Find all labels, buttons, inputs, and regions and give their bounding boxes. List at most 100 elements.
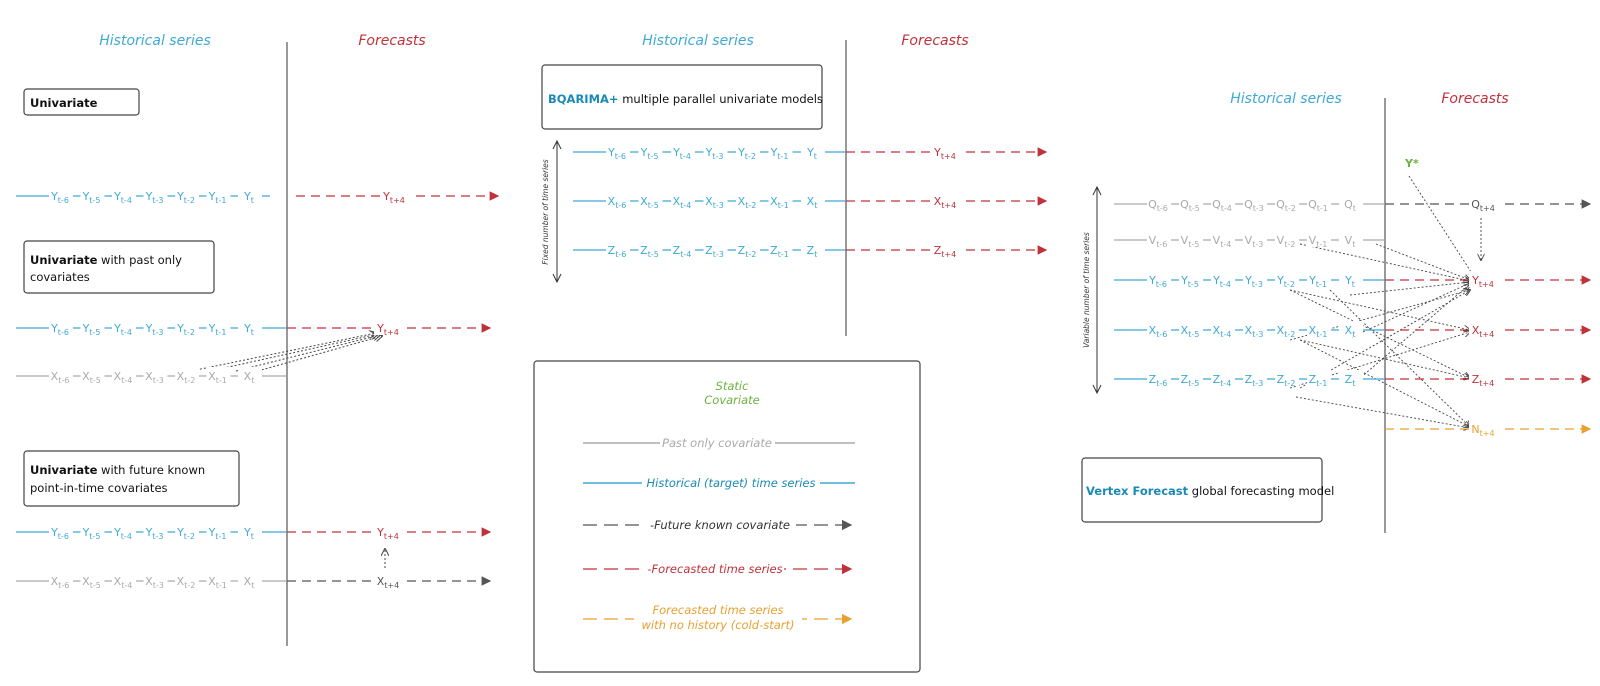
history-point-q: Qt-4 <box>1212 198 1232 213</box>
history-point-x: Xt-2 <box>177 575 196 590</box>
history-point-q: Qt <box>1344 198 1356 213</box>
forecast-point-y: Yt+4 <box>1471 274 1494 289</box>
history-point-x: Xt-2 <box>177 370 196 385</box>
history-point-x: Xt-3 <box>705 195 724 210</box>
panel-bqarima: Historical series Forecasts BQARIMA+ mul… <box>533 33 969 673</box>
history-point-x: Xt-6 <box>51 370 70 385</box>
legend-historical: Historical (target) time series <box>646 476 815 490</box>
history-point-y: Yt-5 <box>82 526 101 541</box>
static-covariate-label: Y* <box>1404 157 1419 170</box>
history-point-v: Vt-6 <box>1149 234 1168 249</box>
history-point-x: Xt-5 <box>1181 324 1200 339</box>
history-point-x: Xt <box>244 370 255 385</box>
history-point-z: Zt-5 <box>640 244 659 259</box>
history-point-y: Yt-3 <box>1244 274 1263 289</box>
history-point-x: Xt <box>244 575 255 590</box>
forecast-point-x: Xt+4 <box>1472 324 1494 339</box>
forecast-point-z: Zt+4 <box>1472 373 1494 388</box>
history-point-v: Vt-4 <box>1213 234 1232 249</box>
history-point-z: Zt <box>1345 373 1356 388</box>
svg-text:Vertex Forecast global forecas: Vertex Forecast global forecasting model <box>1086 484 1334 498</box>
history-point-z: Zt-6 <box>608 244 627 259</box>
history-point-z: Zt-5 <box>1181 373 1200 388</box>
panel-univariate: Historical series Forecasts Univariate U… <box>23 33 426 646</box>
history-point-y: Yt-2 <box>737 146 756 161</box>
history-point-y: Yt-1 <box>1308 274 1327 289</box>
panel-vertex: Historical series Forecasts Vertex Forec… <box>1081 91 1509 533</box>
history-point-y: Yt-4 <box>113 526 132 541</box>
history-point-x: Xt-3 <box>145 575 164 590</box>
history-point-y: Yt-5 <box>640 146 659 161</box>
forecast-point-y: Yt+4 <box>376 526 399 541</box>
forecast-point-n: Nt+4 <box>1471 423 1494 438</box>
history-point-y: Yt-6 <box>1148 274 1167 289</box>
forecast-point-y: Yt+4 <box>933 146 956 161</box>
header-forecasts-3: Forecasts <box>1441 91 1508 107</box>
history-point-y: Yt <box>806 146 817 161</box>
history-point-x: Xt-4 <box>1213 324 1232 339</box>
box-univariate: Univariate <box>23 88 140 116</box>
history-point-y: Yt-3 <box>145 190 164 205</box>
history-point-x: Xt-6 <box>608 195 627 210</box>
history-point-y: Yt-1 <box>208 322 227 337</box>
legend-future: -Future known covariate <box>650 518 790 532</box>
dependency-arrows-3 <box>1289 175 1481 428</box>
forecast-point-x: Xt+4 <box>377 575 399 590</box>
history-point-v: Vt-2 <box>1277 234 1296 249</box>
history-point-y: Yt-1 <box>208 526 227 541</box>
history-point-z: Zt-4 <box>673 244 692 259</box>
legend-forecasted: -Forecasted time series <box>647 562 782 576</box>
box-bqarima: BQARIMA+ multiple parallel univariate mo… <box>541 64 823 130</box>
fixed-number-axis: Fixed number of time series <box>541 139 562 284</box>
history-point-x: Xt-1 <box>1309 324 1328 339</box>
svg-text:covariates: covariates <box>30 270 90 284</box>
history-point-v: Vt-1 <box>1309 234 1328 249</box>
history-point-y: Yt <box>1344 274 1355 289</box>
history-point-z: Zt-2 <box>738 244 757 259</box>
svg-text:Fixed number of time series: Fixed number of time series <box>541 159 550 264</box>
history-point-x: Xt-4 <box>114 575 133 590</box>
history-point-q: Qt-6 <box>1148 198 1168 213</box>
history-point-y: Yt-4 <box>113 190 132 205</box>
history-point-x: Xt-4 <box>673 195 692 210</box>
history-point-q: Qt-1 <box>1308 198 1328 213</box>
history-point-z: Zt-2 <box>1277 373 1296 388</box>
history-point-y: Yt-3 <box>145 526 164 541</box>
history-point-y: Yt-2 <box>1276 274 1295 289</box>
history-point-y: Yt-6 <box>607 146 626 161</box>
history-point-x: Xt-1 <box>208 370 227 385</box>
history-point-z: Zt <box>807 244 818 259</box>
history-point-y: Yt-1 <box>208 190 227 205</box>
history-point-y: Yt-4 <box>113 322 132 337</box>
history-point-z: Zt-6 <box>1149 373 1168 388</box>
header-historical-2: Historical series <box>642 33 754 49</box>
svg-text:Univariate with past only: Univariate with past only <box>30 253 182 267</box>
history-point-x: Xt-2 <box>1277 324 1296 339</box>
box-vertex: Vertex Forecast global forecasting model <box>1081 457 1334 523</box>
history-point-x: Xt-5 <box>82 575 101 590</box>
forecast-point-q: Qt+4 <box>1471 198 1495 213</box>
forecast-point-z: Zt+4 <box>934 244 956 259</box>
history-point-q: Qt-2 <box>1276 198 1296 213</box>
history-point-y: Yt-6 <box>50 190 69 205</box>
forecast-point-y: Yt+4 <box>376 322 399 337</box>
history-point-z: Zt-3 <box>1245 373 1264 388</box>
history-point-x: Xt-5 <box>82 370 101 385</box>
box-univariate-future-covariates: Univariate with future known point-in-ti… <box>23 450 240 507</box>
header-forecasts-2: Forecasts <box>901 33 968 49</box>
history-point-q: Qt-5 <box>1180 198 1200 213</box>
history-point-y: Yt-5 <box>82 322 101 337</box>
history-point-x: Xt-1 <box>770 195 789 210</box>
forecast-point-x: Xt+4 <box>934 195 956 210</box>
history-point-y: Yt-4 <box>1212 274 1231 289</box>
legend-box: Static Covariate Past only covariate His… <box>533 360 921 673</box>
history-point-y: Yt-2 <box>176 190 195 205</box>
history-point-y: Yt-2 <box>176 526 195 541</box>
header-forecasts-1: Forecasts <box>358 33 425 49</box>
history-point-x: Xt-3 <box>145 370 164 385</box>
history-point-y: Yt <box>243 322 254 337</box>
history-point-z: Zt-3 <box>705 244 724 259</box>
history-point-x: Xt-3 <box>1245 324 1264 339</box>
